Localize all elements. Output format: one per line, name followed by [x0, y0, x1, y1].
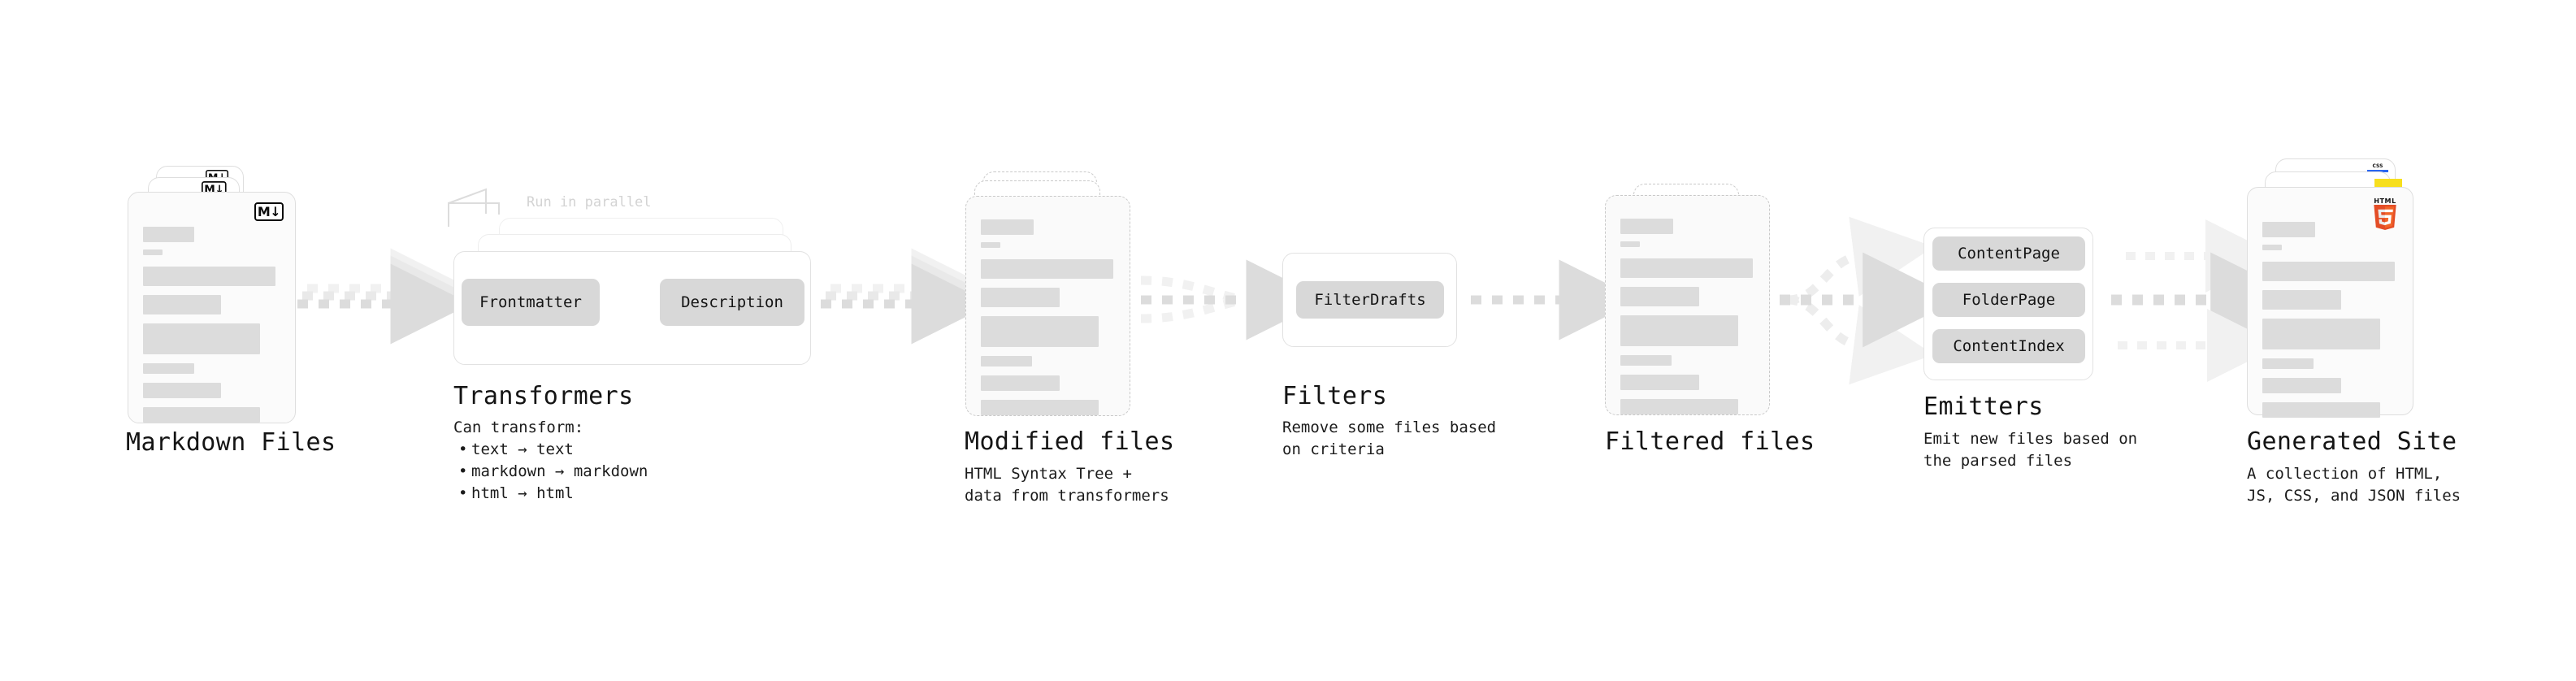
emitters-chip-folderpage[interactable]: FolderPage [1932, 283, 2085, 317]
markdown-card-front: M↓ [128, 192, 296, 423]
arrow-transformers-to-modified [821, 248, 992, 345]
generated-card-html: HTML [2247, 187, 2413, 418]
filters-chip-filterdrafts[interactable]: FilterDrafts [1296, 281, 1444, 319]
markdown-skeleton [143, 227, 280, 430]
css-badge: CSS [2367, 163, 2388, 172]
transformers-description-heading: Can transform: [453, 419, 584, 436]
modified-files-description: HTML Syntax Tree + data from transformer… [965, 465, 1169, 505]
html5-badge: HTML [2370, 197, 2400, 230]
arrow-emitters-to-site [2111, 219, 2306, 382]
emitters-chip-contentpage[interactable]: ContentPage [1932, 236, 2085, 271]
transformers-transform-item-1: markdown → markdown [458, 461, 648, 483]
emitters-title: Emitters [1923, 393, 2044, 421]
run-in-parallel-bracket [448, 188, 500, 227]
transformers-description: Can transform: text → text markdown → ma… [453, 417, 648, 505]
filtered-card-front [1605, 195, 1770, 415]
modified-card-front [965, 196, 1130, 416]
css-badge-bar [2367, 170, 2388, 172]
markdown-badge-front: M↓ [254, 202, 284, 221]
transformers-chip-frontmatter[interactable]: Frontmatter [462, 279, 600, 326]
css-badge-label: CSS [2372, 163, 2383, 169]
arrow-filtered-to-emitters [1780, 216, 1958, 385]
generated-site-title: Generated Site [2247, 427, 2457, 456]
html5-shield-icon [2374, 205, 2396, 230]
generated-skeleton [2262, 222, 2398, 425]
filtered-files-title: Filtered files [1605, 427, 1815, 456]
emitters-chip-contentindex[interactable]: ContentIndex [1932, 329, 2085, 363]
filters-description: Remove some files based on criteria [1282, 419, 1497, 458]
run-in-parallel-label: Run in parallel [527, 194, 652, 210]
transformers-transform-item-0: text → text [458, 439, 648, 461]
arrow-markdown-to-transformers [297, 248, 471, 345]
transformers-chip-description[interactable]: Description [660, 279, 804, 326]
html5-badge-label: HTML [2374, 197, 2396, 205]
emitters-description: Emit new files based on the parsed files [1923, 430, 2138, 470]
modified-files-title: Modified files [965, 427, 1175, 456]
transformers-title: Transformers [453, 382, 634, 410]
arrow-modified-to-filters [1140, 259, 1327, 340]
modified-skeleton [981, 219, 1115, 423]
transformers-transform-item-2: html → html [458, 483, 648, 505]
markdown-files-title: Markdown Files [126, 428, 336, 457]
transformers-transform-list: text → text markdown → markdown html → h… [453, 439, 648, 505]
generated-site-description: A collection of HTML, JS, CSS, and JSON … [2247, 465, 2461, 505]
filters-title: Filters [1282, 382, 1388, 410]
filtered-skeleton [1620, 219, 1754, 422]
